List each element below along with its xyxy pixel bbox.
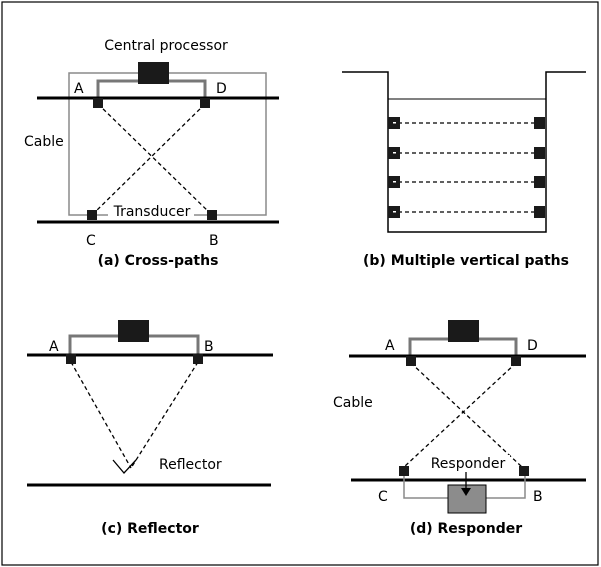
transducer-d xyxy=(200,98,210,108)
transducer-b xyxy=(193,354,203,364)
central-processor xyxy=(448,320,479,342)
transducer-a xyxy=(66,354,76,364)
caption-c: (c) Reflector xyxy=(101,521,199,537)
acoustic-path-b xyxy=(130,361,199,469)
point-d-label: D xyxy=(216,81,227,97)
responder-box xyxy=(447,484,487,514)
acoustic-path-a-b xyxy=(410,362,523,468)
point-c-label: C xyxy=(86,233,96,249)
transducer-right-1 xyxy=(534,117,545,129)
point-a-label: A xyxy=(385,338,395,354)
central-processor xyxy=(138,62,169,84)
acoustic-path-a xyxy=(70,361,132,469)
point-a-label: A xyxy=(74,81,84,97)
point-b-label: B xyxy=(209,233,219,249)
acoustic-path-a-b xyxy=(97,103,213,216)
panel-responder: Responder A D Cable C B (d) Responder xyxy=(333,320,586,537)
acoustic-path-d-c xyxy=(403,362,517,468)
transducer-d xyxy=(511,356,521,366)
caption-b: (b) Multiple vertical paths xyxy=(363,253,569,269)
reflector xyxy=(112,459,137,474)
caption-d: (d) Responder xyxy=(410,521,522,537)
path-1 xyxy=(388,117,545,129)
processor-label: Central processor xyxy=(104,38,228,54)
point-a-label: A xyxy=(49,339,59,355)
point-d-label: D xyxy=(527,338,538,354)
path-4 xyxy=(388,206,545,218)
cable-label: Cable xyxy=(333,395,373,411)
transducer-c xyxy=(399,466,409,476)
transducer-right-2 xyxy=(534,147,545,159)
panel-cross-paths: Central processor A D Cable Transducer C… xyxy=(24,38,279,269)
reflector-label: Reflector xyxy=(159,457,222,473)
channel-profile xyxy=(342,71,586,233)
point-b-label: B xyxy=(204,339,214,355)
panel-multiple-vertical-paths: (b) Multiple vertical paths xyxy=(342,71,586,269)
transducer-label: Transducer xyxy=(113,204,191,220)
cable-label: Cable xyxy=(24,134,64,150)
transducer-b xyxy=(207,210,217,220)
point-c-label: C xyxy=(378,489,388,505)
responder-label: Responder xyxy=(431,456,506,472)
transducer-a xyxy=(406,356,416,366)
transducer-a xyxy=(93,98,103,108)
transducer-b xyxy=(519,466,529,476)
transducer-right-4 xyxy=(534,206,545,218)
path-3 xyxy=(388,176,545,188)
acoustic-path-d-c xyxy=(91,103,206,216)
point-b-label: B xyxy=(533,489,543,505)
transducer-right-3 xyxy=(534,176,545,188)
path-2 xyxy=(388,147,545,159)
transducer-c xyxy=(87,210,97,220)
panel-reflector: A B Reflector (c) Reflector xyxy=(27,320,273,537)
central-processor xyxy=(118,320,149,342)
caption-a: (a) Cross-paths xyxy=(98,253,219,269)
